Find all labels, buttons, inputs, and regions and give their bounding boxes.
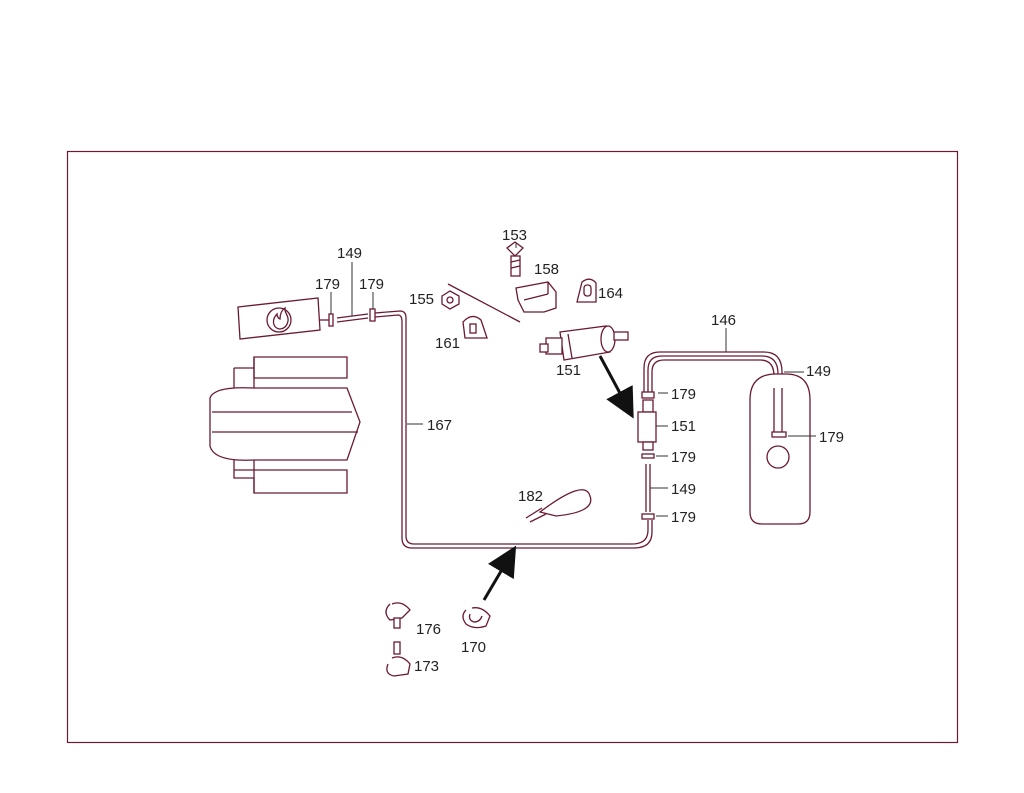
heater-label-plate <box>237 297 321 340</box>
diagram-frame <box>66 150 959 744</box>
clip-location-arrow <box>482 545 517 601</box>
callout-155: 155 <box>409 291 434 308</box>
grommet-164 <box>576 278 597 303</box>
callout-149: 149 <box>671 481 696 498</box>
engine-body <box>209 356 361 494</box>
callout-179: 179 <box>359 276 384 293</box>
washer-pump <box>539 325 629 361</box>
callout-173: 173 <box>414 658 439 675</box>
callout-182: 182 <box>518 488 543 505</box>
callout-167: 167 <box>427 417 452 434</box>
callout-179: 179 <box>671 509 696 526</box>
nut <box>441 290 460 310</box>
callout-179: 179 <box>671 449 696 466</box>
hose-146 <box>643 351 783 432</box>
callout-151: 151 <box>671 418 696 435</box>
callout-161: 161 <box>435 335 460 352</box>
callout-164: 164 <box>598 285 623 302</box>
installed-pump <box>637 391 657 520</box>
callout-146: 146 <box>711 312 736 329</box>
callout-158: 158 <box>534 261 559 278</box>
callout-179: 179 <box>315 276 340 293</box>
callout-151: 151 <box>556 362 581 379</box>
mounting-bracket <box>447 241 557 323</box>
hose-clip-170 <box>462 607 491 629</box>
leader-lines <box>330 243 816 517</box>
callout-179: 179 <box>671 386 696 403</box>
pump-location-arrow <box>598 355 634 419</box>
callout-176: 176 <box>416 621 441 638</box>
hose-clip-176 <box>385 602 411 629</box>
callout-153: 153 <box>502 227 527 244</box>
callout-149: 149 <box>337 245 362 262</box>
hose-clip-173 <box>386 641 411 677</box>
flame-icon <box>272 306 289 330</box>
cable-tie <box>525 489 592 523</box>
fluid-reservoir <box>749 373 811 525</box>
callout-170: 170 <box>461 639 486 656</box>
callout-149: 149 <box>806 363 831 380</box>
callout-179: 179 <box>819 429 844 446</box>
grommet-161 <box>462 315 488 339</box>
